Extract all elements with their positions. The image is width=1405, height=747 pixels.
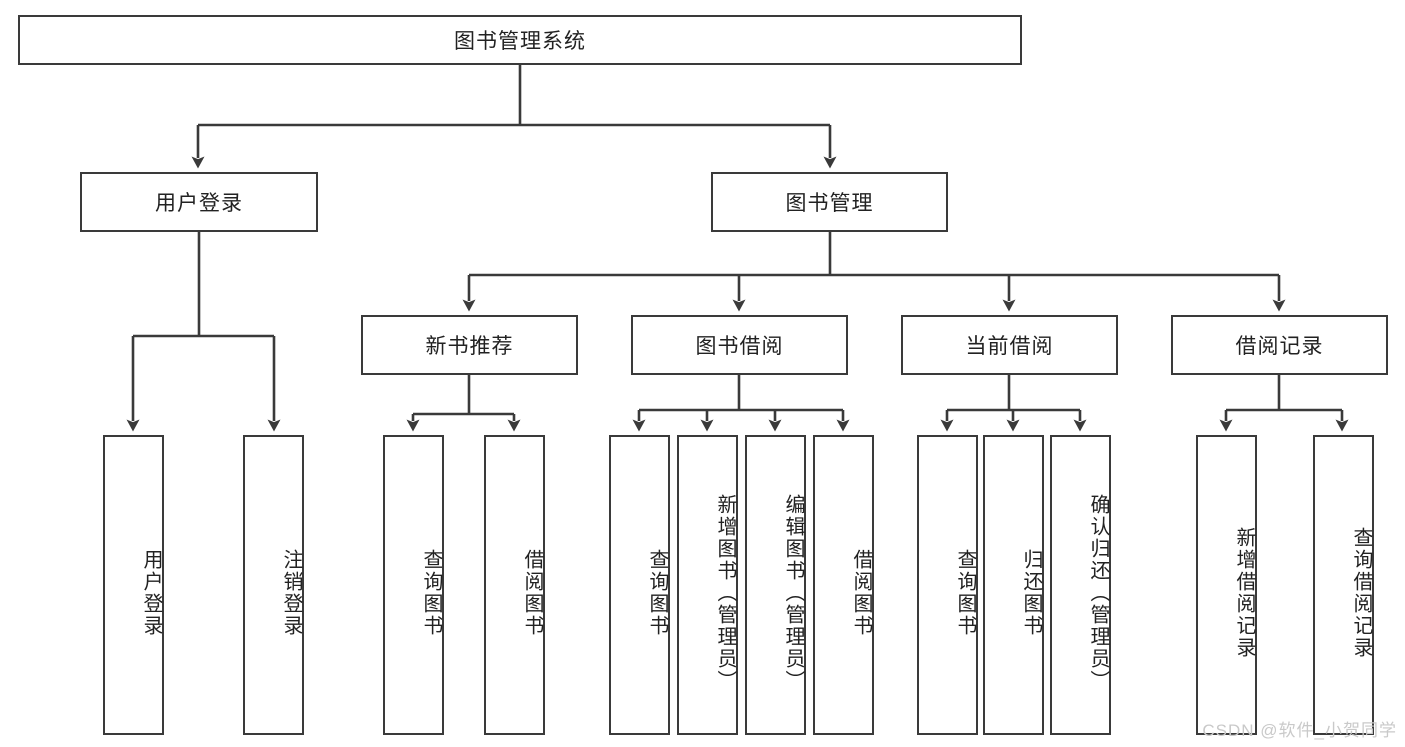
leaf-label: 借阅图书 [850,549,872,637]
node-current-borrow[interactable]: 当前借阅 [901,315,1118,375]
node-root-system[interactable]: 图书管理系统 [18,15,1022,65]
leaf-label: 查询图书 [646,549,668,637]
leaf-borrow-book-recommend[interactable]: 借阅图书 [484,435,545,735]
leaf-edit-book-admin[interactable]: 编辑图书（管理员） [745,435,806,735]
leaf-add-borrow-record[interactable]: 新增借阅记录 [1196,435,1257,735]
leaf-label: 新增图书（管理员） [714,494,736,692]
leaf-label: 查询借阅记录 [1350,527,1372,659]
node-borrow-record[interactable]: 借阅记录 [1171,315,1388,375]
leaf-query-book-borrow[interactable]: 查询图书 [609,435,670,735]
leaf-label: 确认归还（管理员） [1087,494,1109,692]
node-user-login[interactable]: 用户登录 [80,172,318,232]
leaf-label: 注销登录 [280,549,302,637]
leaf-add-book-admin[interactable]: 新增图书（管理员） [677,435,738,735]
leaf-label: 编辑图书（管理员） [782,494,804,692]
leaf-logout[interactable]: 注销登录 [243,435,304,735]
leaf-borrow-book[interactable]: 借阅图书 [813,435,874,735]
leaf-query-borrow-record[interactable]: 查询借阅记录 [1313,435,1374,735]
leaf-return-book[interactable]: 归还图书 [983,435,1044,735]
leaf-label: 借阅图书 [521,549,543,637]
leaf-label: 用户登录 [140,549,162,637]
node-book-borrow[interactable]: 图书借阅 [631,315,848,375]
leaf-query-book-current[interactable]: 查询图书 [917,435,978,735]
leaf-user-login[interactable]: 用户登录 [103,435,164,735]
leaf-label: 归还图书 [1020,549,1042,637]
leaf-label: 查询图书 [954,549,976,637]
node-book-management[interactable]: 图书管理 [711,172,948,232]
leaf-label: 新增借阅记录 [1233,527,1255,659]
leaf-label: 查询图书 [420,549,442,637]
leaf-confirm-return-admin[interactable]: 确认归还（管理员） [1050,435,1111,735]
leaf-query-book-recommend[interactable]: 查询图书 [383,435,444,735]
node-new-book-recommend[interactable]: 新书推荐 [361,315,578,375]
